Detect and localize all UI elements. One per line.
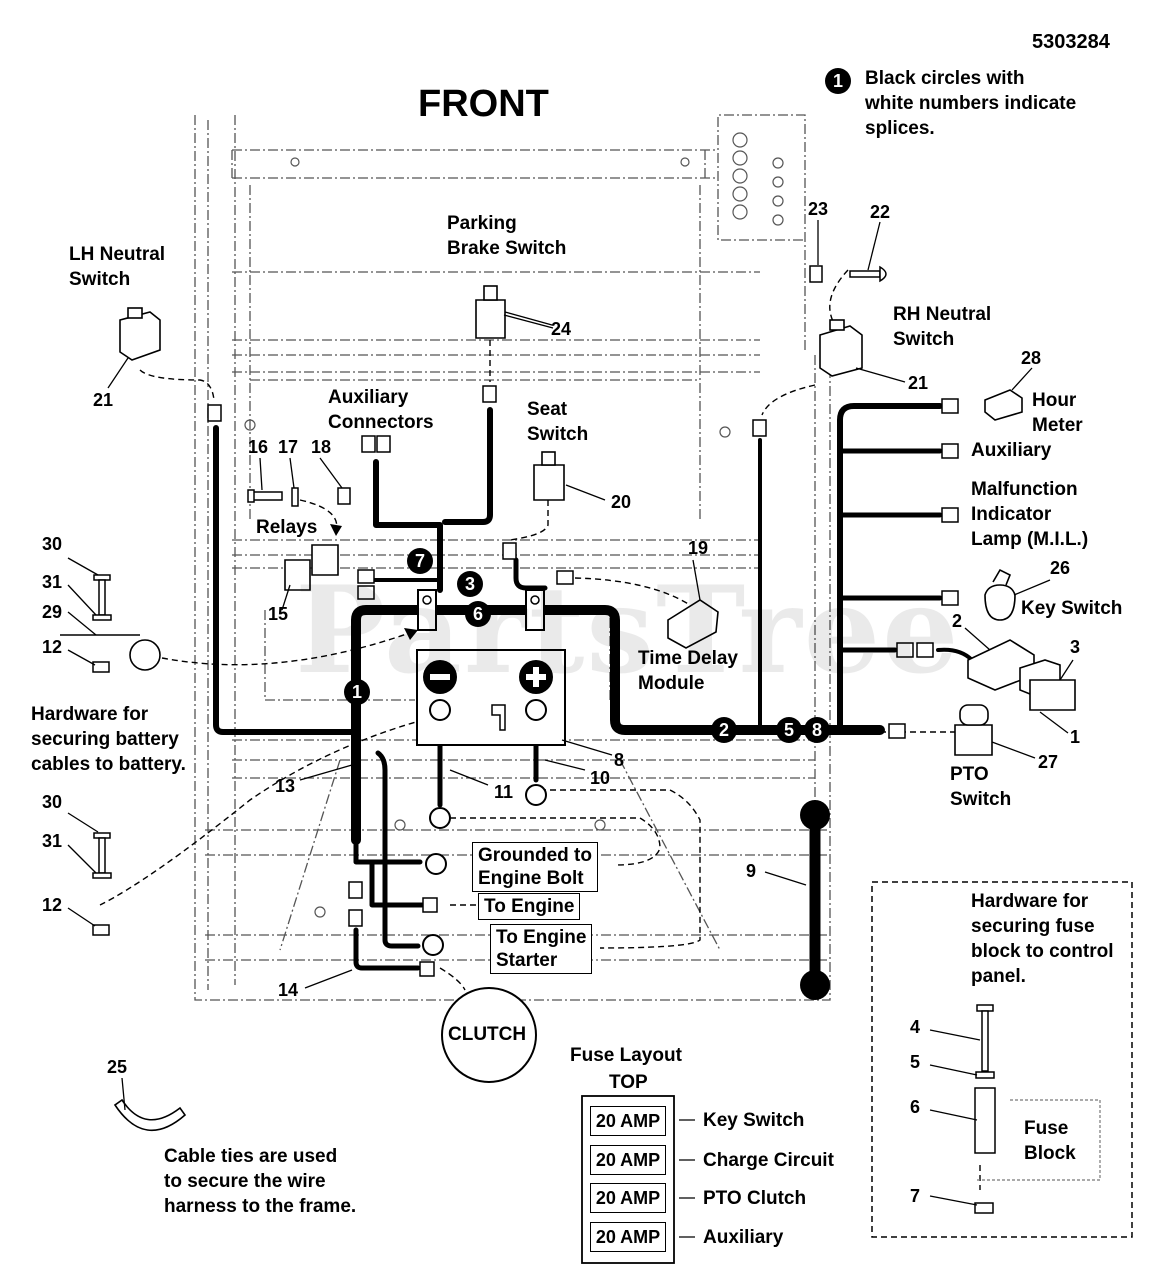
callout-4: 4 <box>910 1017 921 1037</box>
label-seat-switch: Seat Switch <box>527 399 589 445</box>
cable-tie-icon <box>113 1098 187 1131</box>
callout-19: 19 <box>688 538 709 558</box>
label-pto-switch: PTO Switch <box>950 764 1012 810</box>
connectors <box>207 385 959 977</box>
callout-7: 7 <box>910 1186 921 1206</box>
label-fuse-block: Fuse Block <box>1024 1118 1076 1164</box>
fuse-4-circuit: Auxiliary <box>703 1227 784 1248</box>
watermark: PartsTree <box>295 560 961 701</box>
label-mil: Malfunction Indicator Lamp (M.I.L.) <box>971 479 1089 550</box>
label-key-switch: Key Switch <box>1021 598 1123 619</box>
fuse-layout-subtitle: TOP <box>609 1072 648 1093</box>
fuse-3-rating: 20 AMP <box>590 1183 666 1213</box>
relays-icon <box>284 544 339 591</box>
label-cable-ties: Cable ties are used to secure the wire h… <box>164 1146 357 1217</box>
label-parking-brake-switch: Parking Brake Switch <box>447 213 567 259</box>
label-rh-neutral-switch: RH Neutral Switch <box>893 304 992 350</box>
fuse-1-circuit: Key Switch <box>703 1110 805 1131</box>
label-hour-meter: Hour Meter <box>1032 390 1083 436</box>
splice-5: 5 <box>776 717 802 743</box>
label-auxiliary: Auxiliary <box>971 440 1052 461</box>
fuse-1-rating: 20 AMP <box>590 1106 666 1136</box>
hardware <box>92 265 996 1214</box>
legend-text: Black circles with white numbers indicat… <box>865 68 1077 139</box>
callout-20: 20 <box>611 492 632 512</box>
fuse-3-circuit: PTO Clutch <box>703 1188 807 1209</box>
pto-switch-icon <box>954 724 993 756</box>
battery <box>416 589 566 746</box>
callout-21-left: 21 <box>93 390 114 410</box>
callout-31-bottom: 31 <box>42 831 63 851</box>
callout-14: 14 <box>278 980 299 1000</box>
splice-6: 6 <box>465 601 491 627</box>
legend-splice-symbol: 1 <box>825 68 851 94</box>
page-title: FRONT <box>418 83 549 125</box>
splice-1: 1 <box>344 679 370 705</box>
callout-6: 6 <box>910 1097 921 1117</box>
label-lh-neutral-switch: LH Neutral Switch <box>69 244 166 290</box>
label-clutch: CLUTCH <box>448 1024 527 1045</box>
label-battery-hardware: Hardware for securing battery cables to … <box>31 704 186 775</box>
callout-22: 22 <box>870 202 891 222</box>
callout-28: 28 <box>1021 348 1042 368</box>
components <box>60 285 1076 1131</box>
callout-30-top: 30 <box>42 534 63 554</box>
fuse-4-rating: 20 AMP <box>590 1222 666 1252</box>
label-fuse-hardware: Hardware for securing fuse block to cont… <box>971 891 1114 987</box>
part-number: 5303284 <box>1032 31 1110 53</box>
callout-17: 17 <box>278 437 299 457</box>
splice-3: 3 <box>457 571 483 597</box>
callout-23: 23 <box>808 199 829 219</box>
callout-18: 18 <box>311 437 332 457</box>
lh-neutral-switch-icon <box>119 311 161 361</box>
callout-15: 15 <box>268 604 289 624</box>
callout-2: 2 <box>952 611 963 631</box>
fuse-2-rating: 20 AMP <box>590 1145 666 1175</box>
key-switch-icon <box>984 584 1016 621</box>
label-relays: Relays <box>256 517 318 538</box>
box-to-engine-starter: To Engine Starter <box>490 924 593 974</box>
callout-16: 16 <box>248 437 269 457</box>
parking-brake-switch-icon <box>475 299 506 339</box>
callout-21-right: 21 <box>908 373 929 393</box>
callout-13: 13 <box>275 776 296 796</box>
label-time-delay-module: Time Delay Module <box>638 648 738 694</box>
splice-7: 7 <box>407 548 433 574</box>
splice-2: 2 <box>711 717 737 743</box>
callout-30-bottom: 30 <box>42 792 63 812</box>
dashed-leaders <box>99 269 981 1190</box>
callout-3: 3 <box>1070 637 1081 657</box>
callout-27: 27 <box>1038 752 1059 772</box>
callout-24: 24 <box>551 319 572 339</box>
callout-29: 29 <box>42 602 63 622</box>
callout-9: 9 <box>746 861 757 881</box>
callout-8: 8 <box>614 750 625 770</box>
callout-26: 26 <box>1050 558 1071 578</box>
callout-31-top: 31 <box>42 572 63 592</box>
callout-1: 1 <box>1070 727 1081 747</box>
fuse-layout-title: Fuse Layout <box>570 1045 682 1066</box>
callout-12-top: 12 <box>42 637 63 657</box>
wire-harness <box>213 403 974 991</box>
rh-neutral-switch-icon <box>819 325 863 377</box>
callout-12-bottom: 12 <box>42 895 63 915</box>
fuse-2-circuit: Charge Circuit <box>703 1150 834 1171</box>
splice-8: 8 <box>804 717 830 743</box>
callout-11: 11 <box>494 782 514 802</box>
callout-10: 10 <box>590 768 611 788</box>
seat-switch-icon <box>533 464 565 501</box>
callout-5: 5 <box>910 1052 921 1072</box>
callout-25: 25 <box>107 1057 128 1077</box>
label-auxiliary-connectors: Auxiliary Connectors <box>328 387 434 433</box>
box-grounded-engine-bolt: Grounded to Engine Bolt <box>472 842 598 892</box>
box-to-engine: To Engine <box>478 893 581 920</box>
hour-meter-icon <box>984 389 1023 421</box>
